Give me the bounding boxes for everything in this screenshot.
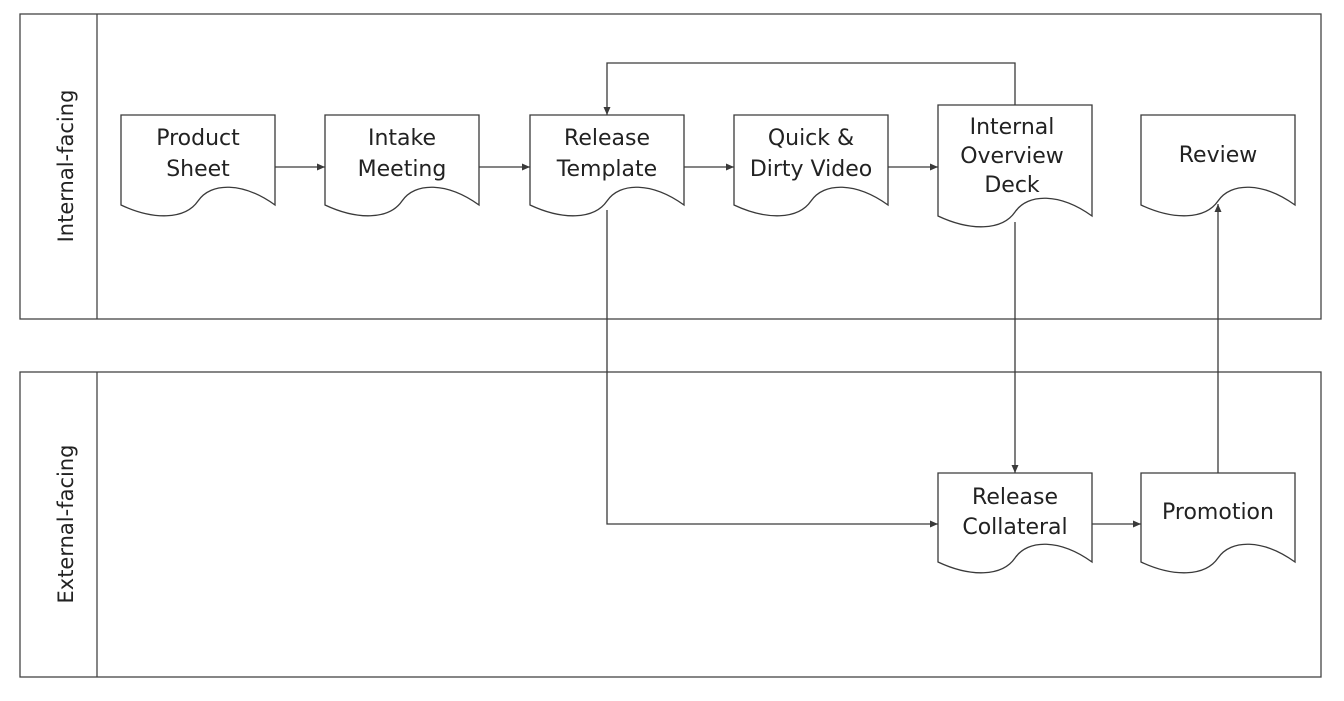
node-release-collateral: Release Collateral [937, 472, 1093, 574]
node-label-line: Dirty Video [750, 157, 872, 182]
lane-external-label: External-facing [54, 445, 78, 604]
document-shape [1140, 472, 1296, 574]
document-shape [529, 114, 685, 217]
lane-internal-frame [19, 13, 1322, 320]
node-quick-dirty-video: Quick & Dirty Video [733, 114, 889, 217]
node-label-line: Overview [960, 144, 1064, 169]
lane-external-frame [19, 371, 1322, 678]
edge-internal-overview-deck-to-release-template [603, 62, 1016, 115]
node-label-line: Intake [368, 126, 436, 151]
node-label-line: Product [156, 126, 240, 151]
node-label-line: Internal [970, 115, 1055, 140]
lane-internal-label: Internal-facing [54, 90, 78, 243]
node-label-line: Review [1179, 143, 1258, 168]
document-shape [120, 114, 276, 217]
node-product-sheet: Product Sheet [120, 114, 276, 217]
node-internal-overview-deck: Internal Overview Deck [937, 104, 1093, 228]
document-shape [733, 114, 889, 217]
node-review: Review [1140, 114, 1296, 217]
node-label-line: Sheet [166, 157, 230, 182]
document-shape [1140, 114, 1296, 217]
lane-internal: Internal-facing [19, 13, 1322, 320]
node-release-template: Release Template [529, 114, 685, 217]
node-label-line: Promotion [1162, 500, 1274, 525]
node-label-line: Release [972, 485, 1058, 510]
node-label-line: Template [556, 157, 657, 182]
node-label-line: Meeting [358, 157, 447, 182]
document-shape [937, 472, 1093, 574]
document-shape [324, 114, 480, 217]
lane-external: External-facing [19, 371, 1322, 678]
document-shape [937, 104, 1093, 228]
node-label-line: Collateral [962, 515, 1067, 540]
node-label-line: Deck [984, 173, 1040, 198]
node-label-line: Release [564, 126, 650, 151]
node-promotion: Promotion [1140, 472, 1296, 574]
edges [275, 62, 1222, 528]
node-label-line: Quick & [768, 126, 854, 151]
node-intake-meeting: Intake Meeting [324, 114, 480, 217]
edge-release-template-to-release-collateral [606, 210, 938, 528]
